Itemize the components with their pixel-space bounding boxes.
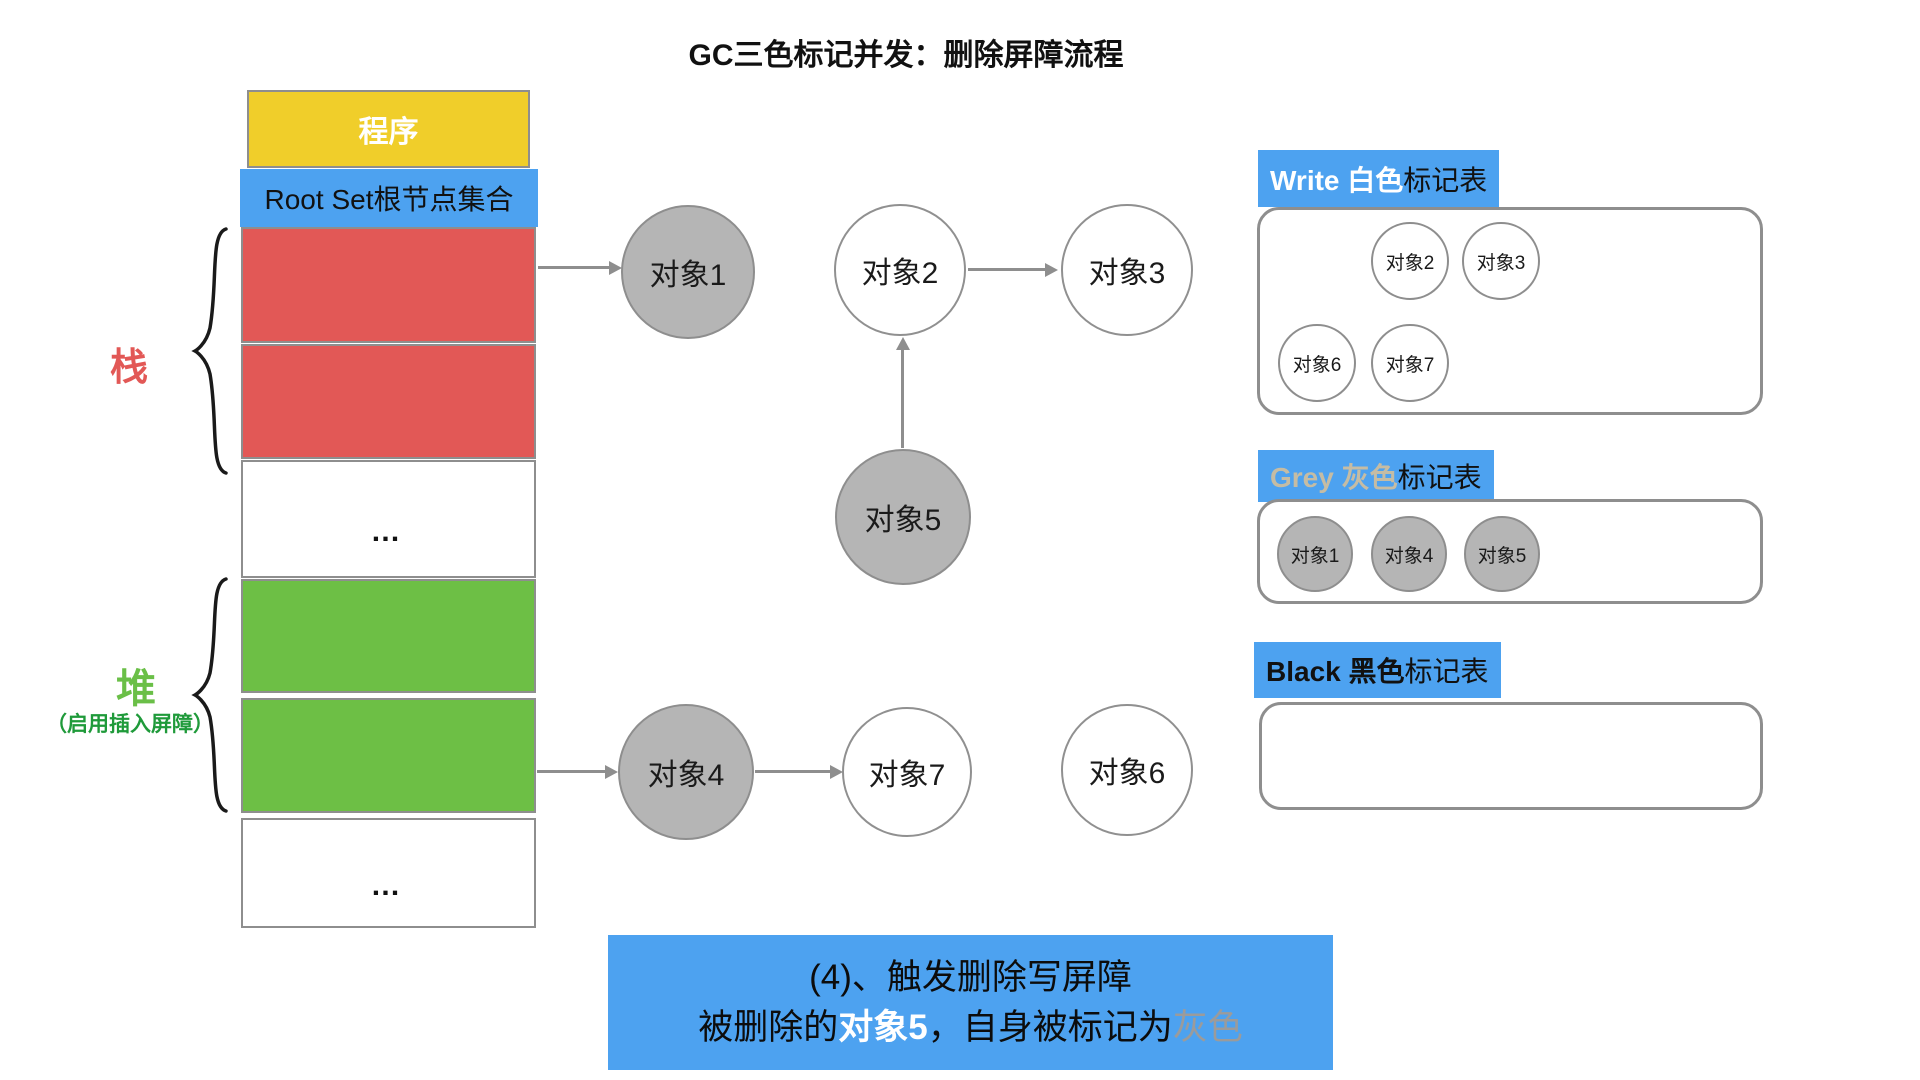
- grey-table-label: Grey 灰色标记表: [1258, 450, 1494, 502]
- arrow-obj2-to-obj3-line: [968, 268, 1047, 271]
- stack-brace: [191, 227, 228, 475]
- program-box: 程序: [247, 90, 530, 168]
- memory-ellipsis-cell-bottom: …: [241, 818, 536, 928]
- node-obj5-label: 对象5: [864, 504, 942, 537]
- black-table-title-cn: 标记表: [1404, 656, 1489, 687]
- grey-table-item-obj4: 对象4: [1371, 516, 1447, 592]
- node-obj1: 对象1: [621, 205, 755, 339]
- white-table-item-obj2-label: 对象2: [1385, 252, 1435, 274]
- node-obj7: 对象7: [842, 707, 972, 837]
- node-obj4: 对象4: [618, 704, 754, 840]
- heap-sublabel: （启用插入屏障）: [46, 713, 214, 736]
- node-obj7-label: 对象7: [868, 759, 946, 792]
- grey-table-item-obj1: 对象1: [1277, 516, 1353, 592]
- white-table-item-obj7-label: 对象7: [1385, 354, 1435, 376]
- stack-cell-red-2: [241, 344, 536, 459]
- heap-label: 堆: [116, 667, 156, 711]
- stack-cell-red-1: [241, 227, 536, 343]
- white-table-item-obj3-label: 对象3: [1476, 252, 1526, 274]
- node-obj6-label: 对象6: [1088, 757, 1166, 790]
- heap-brace: [191, 577, 228, 813]
- grey-table-item-obj1-label: 对象1: [1290, 545, 1340, 567]
- white-table-item-obj6-label: 对象6: [1292, 354, 1342, 376]
- grey-table-title-cn: 标记表: [1397, 462, 1482, 493]
- caption-line2-part1: 被删除的: [698, 1007, 839, 1047]
- root-set-label: Root Set根节点集合: [264, 184, 514, 215]
- arrow-rootset-to-obj1-line: [538, 266, 611, 269]
- white-table-item-obj6: 对象6: [1278, 324, 1356, 402]
- grey-table-title-en: Grey 灰色: [1270, 462, 1398, 493]
- caption-line2-part3: ，自身被标记为: [927, 1007, 1173, 1047]
- node-obj4-label: 对象4: [647, 759, 725, 792]
- node-obj2-label: 对象2: [861, 257, 939, 290]
- heap-cell-green-2: [241, 698, 536, 813]
- ellipsis-bottom: …: [370, 869, 407, 902]
- caption-line2-grey-word: 灰色: [1172, 1007, 1243, 1047]
- node-obj2: 对象2: [834, 204, 966, 336]
- arrow-heap-to-obj4-head: [605, 765, 618, 779]
- grey-table-item-obj4-label: 对象4: [1384, 545, 1434, 567]
- black-table-title-en: Black 黑色: [1266, 656, 1405, 687]
- grey-table-item-obj5: 对象5: [1464, 516, 1540, 592]
- caption-line2-obj5: 对象5: [838, 1007, 928, 1047]
- ellipsis-top: …: [370, 515, 407, 548]
- heap-cell-green-1: [241, 579, 536, 693]
- white-table-label: Write 白色标记表: [1258, 150, 1500, 207]
- root-set-bar: Root Set根节点集合: [240, 169, 538, 227]
- program-label: 程序: [358, 116, 419, 149]
- white-table-item-obj3: 对象3: [1462, 222, 1540, 300]
- white-table-title-en: Write 白色: [1270, 164, 1404, 196]
- arrow-obj5-to-obj2-head: [896, 337, 910, 350]
- node-obj3: 对象3: [1061, 204, 1193, 336]
- arrow-obj4-to-obj7-line: [755, 770, 832, 773]
- node-obj6: 对象6: [1061, 704, 1193, 836]
- white-table-title-cn: 标记表: [1403, 164, 1488, 196]
- arrow-obj5-to-obj2-line: [901, 347, 904, 448]
- grey-table-item-obj5-label: 对象5: [1477, 545, 1527, 567]
- arrow-obj4-to-obj7-head: [830, 765, 843, 779]
- arrow-obj2-to-obj3-head: [1045, 263, 1058, 277]
- white-table-item-obj7: 对象7: [1371, 324, 1449, 402]
- arrow-heap-to-obj4-line: [537, 770, 607, 773]
- node-obj5: 对象5: [835, 449, 971, 585]
- arrow-rootset-to-obj1-head: [609, 261, 622, 275]
- stack-label: 栈: [110, 347, 149, 389]
- caption-box: (4)、触发删除写屏障 被删除的对象5，自身被标记为灰色: [608, 935, 1333, 1070]
- node-obj1-label: 对象1: [649, 259, 727, 292]
- white-table-item-obj2: 对象2: [1371, 222, 1449, 300]
- black-table-label: Black 黑色标记表: [1254, 642, 1501, 698]
- caption-line1: (4)、触发删除写屏障: [809, 957, 1132, 997]
- node-obj3-label: 对象3: [1088, 257, 1166, 290]
- caption-line2: 被删除的对象5，自身被标记为灰色: [698, 1006, 1243, 1050]
- page-title: GC三色标记并发：删除屏障流程: [688, 39, 1124, 72]
- memory-ellipsis-cell-top: …: [241, 460, 536, 578]
- black-table-rect: [1259, 702, 1763, 810]
